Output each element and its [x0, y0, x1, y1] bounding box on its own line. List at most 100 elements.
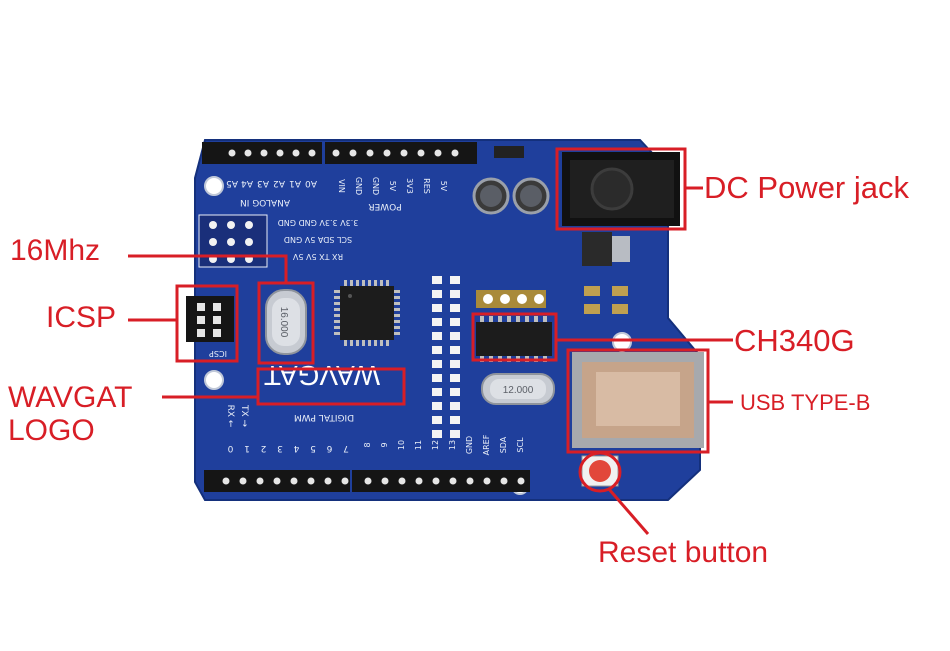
chip-leg: [350, 340, 353, 346]
chip-leg: [394, 314, 400, 317]
chip-leg: [334, 314, 340, 317]
header-pin: [466, 477, 474, 485]
analog-pin-label: A3: [257, 178, 269, 188]
smd-pad: [450, 388, 460, 396]
callout-icsp: ICSP: [46, 301, 117, 334]
analog-pin-label: A0: [305, 178, 317, 188]
analog-in-label: ANALOG IN: [240, 197, 290, 207]
header-pin: [256, 477, 264, 485]
chip-leg: [334, 320, 340, 323]
header-pin: [245, 221, 253, 229]
digital-pin-label: AREF: [482, 434, 491, 455]
smd-pad: [450, 360, 460, 368]
header-pin: [432, 477, 440, 485]
header-pin: [398, 477, 406, 485]
header-pin: [500, 477, 508, 485]
digital-pin-label: 4: [293, 443, 299, 453]
chip-leg: [356, 280, 359, 286]
callout-16mhz: 16Mhz: [10, 234, 101, 267]
chip-leg: [350, 280, 353, 286]
power-pin-label: 5V: [439, 181, 448, 192]
chip-leg: [525, 316, 529, 322]
chip-leg: [543, 316, 547, 322]
smd-pad: [450, 416, 460, 424]
smd-pad: [432, 402, 442, 410]
header-pin: [483, 477, 491, 485]
header-pin: [400, 149, 408, 157]
chip-leg: [356, 340, 359, 346]
header-pin: [451, 149, 459, 157]
smd-pad: [450, 332, 460, 340]
callout-box-logo: [256, 367, 406, 406]
header-pin: [381, 477, 389, 485]
header-row-label: 3.3V 3.3V GND GND: [278, 218, 359, 227]
chip-leg: [380, 280, 383, 286]
chip-leg: [394, 326, 400, 329]
chip-leg: [394, 302, 400, 305]
chip-leg: [394, 296, 400, 299]
reset-button: [581, 455, 619, 487]
smd-pad: [450, 290, 460, 298]
digital-pin-label: SCL: [516, 437, 525, 453]
analog-pin-label: A5: [226, 178, 238, 188]
smd-pad: [432, 388, 442, 396]
smd-pad: [450, 318, 460, 326]
analog-pin-label: A2: [273, 178, 285, 188]
chip-leg: [394, 308, 400, 311]
callout-usb-type-b: USB TYPE-B: [740, 390, 871, 415]
power-label: POWER: [368, 201, 401, 211]
mount-hole: [204, 176, 224, 196]
digital-pin-label: 3: [277, 443, 283, 453]
icsp-silk-label: ICSP: [209, 349, 227, 358]
header-row-label: SCL SDA 5V GND: [284, 235, 352, 244]
header-pin: [341, 477, 349, 485]
digital-pin-label: 7: [343, 443, 349, 453]
crystal-marking: 12.000: [503, 385, 534, 396]
power-pin-label: 5V: [388, 181, 397, 192]
header-pin: [383, 149, 391, 157]
header-pin: [332, 149, 340, 157]
crystal-12mhz: 12.000: [481, 373, 555, 405]
dc-power-jack: [562, 152, 680, 226]
header-pin: [209, 238, 217, 246]
power-pin-label: VIN: [337, 179, 346, 193]
analog-pin-label: A1: [289, 178, 301, 188]
power-pin-label: 3V3: [405, 178, 414, 194]
power-pin-label: RES: [422, 178, 431, 194]
chip-leg: [507, 316, 511, 322]
digital-pin-label: 10: [397, 440, 406, 450]
smd-component: [612, 304, 628, 314]
header-pin: [324, 477, 332, 485]
smd-pad: [432, 374, 442, 382]
header-pin: [276, 149, 284, 157]
callout-dc-power-jack: DC Power jack: [704, 170, 909, 205]
ch340g-chip: [476, 316, 552, 362]
smd-pad: [450, 276, 460, 284]
chip-leg: [394, 290, 400, 293]
pad-row: [476, 290, 546, 308]
header-pin: [245, 238, 253, 246]
digital-pin-label: SDA: [499, 436, 508, 453]
voltage-regulator: [582, 232, 630, 266]
icsp-header: [186, 296, 234, 342]
chip-leg: [386, 280, 389, 286]
smd-pad: [450, 346, 460, 354]
chip-leg: [334, 308, 340, 311]
header-pin: [227, 238, 235, 246]
smd-component: [584, 286, 600, 296]
chip-leg: [334, 332, 340, 335]
digital-pin-label: 1: [244, 443, 250, 453]
header-pin: [449, 477, 457, 485]
chip-leg: [394, 332, 400, 335]
leader-line-reset: [606, 487, 650, 535]
header-pin: [308, 149, 316, 157]
chip-leg: [334, 296, 340, 299]
callout-wavgat-logo-line1: WAVGAT: [8, 381, 133, 414]
smd-pad: [450, 304, 460, 312]
icsp-pin: [213, 316, 221, 324]
wavgat-logo: WAVGAT: [264, 360, 380, 391]
chip-leg: [362, 280, 365, 286]
digital-pwm-label: DIGITAL PWM: [294, 412, 354, 422]
crystal-marking: 16.000: [278, 307, 289, 338]
header-pin: [222, 477, 230, 485]
